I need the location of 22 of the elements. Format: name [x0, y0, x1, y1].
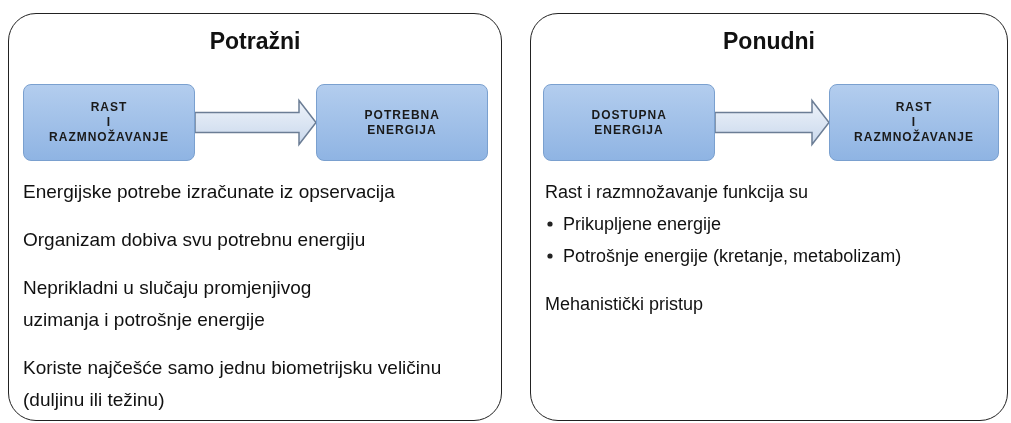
box-label: RAST I RAZMNOŽAVANJE	[854, 100, 974, 145]
body-text: Mehanistički pristup	[545, 293, 705, 316]
body-text: Energijske potrebe izračunate iz opservacija	[23, 180, 396, 204]
body-text: Neprikladni u slučaju promjenjivog uzimanja i potrošnje energije	[23, 276, 313, 332]
body-text: Organizam dobiva svu potrebnu energiju	[23, 228, 367, 252]
process-box	[829, 84, 999, 161]
box-label: RAST I RAZMNOŽAVANJE	[49, 100, 169, 145]
box-label: DOSTUPNA ENERGIJA	[591, 107, 667, 138]
panel-heading: Potražni	[208, 28, 302, 55]
process-box	[316, 84, 488, 161]
process-box	[543, 84, 715, 161]
block-arrow	[194, 98, 317, 147]
box-label: POTREBNA ENERGIJA	[364, 107, 440, 138]
bullet-item: Prikupljene energije	[563, 213, 723, 236]
body-text: Rast i razmnožavanje funkcija su	[545, 181, 810, 204]
panel-heading: Ponudni	[722, 28, 816, 55]
body-text: Koriste najčešće samo jednu biometrijsku veličinu (duljinu ili težinu)	[23, 356, 443, 412]
bullet-item: Potrošnje energije (kretanje, metabolizam)	[563, 245, 903, 268]
panel-card	[8, 13, 502, 421]
panel-card	[530, 13, 1008, 421]
process-box	[23, 84, 195, 161]
block-arrow	[714, 98, 830, 147]
